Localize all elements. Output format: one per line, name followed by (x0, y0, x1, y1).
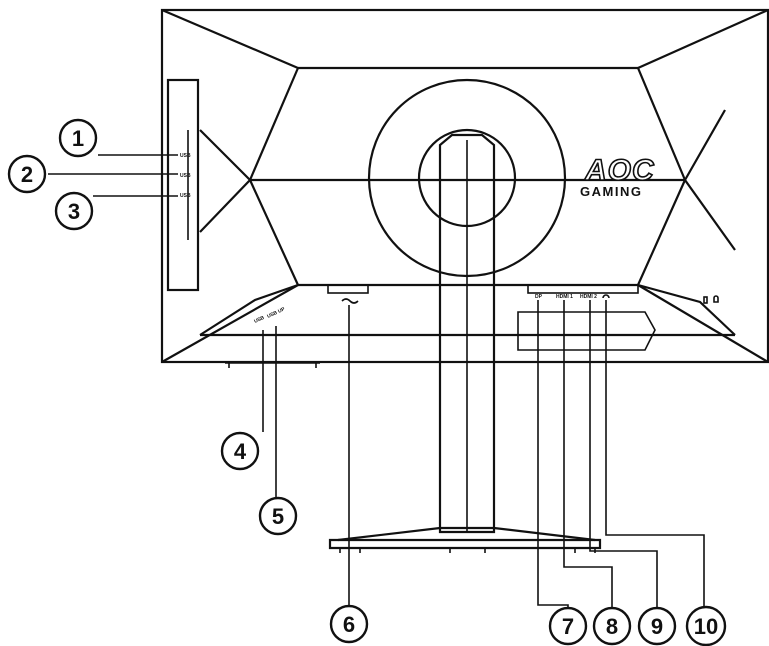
callout-5: 5 (258, 496, 298, 536)
ac-power-icon (341, 298, 359, 304)
io-cover (517, 311, 656, 351)
lower-ledge-right (637, 283, 736, 336)
callout-circle (258, 496, 298, 536)
diag-br (637, 284, 769, 363)
callout-leaders (48, 154, 705, 630)
monitor-frame (160, 8, 769, 364)
callout-number: 10 (694, 614, 718, 639)
left-side-notch (199, 129, 252, 233)
usb-up-label: USB UP (266, 306, 286, 320)
usb-port-2-label: USB (180, 173, 191, 179)
callout-10: 10 (685, 605, 727, 646)
callout-number: 6 (343, 612, 355, 637)
right-side-notch (683, 109, 736, 251)
callout-circle (548, 606, 588, 646)
callout-circle (7, 154, 47, 194)
rear-io-panel: DP HDMI 1 HDMI 2 (517, 284, 719, 351)
kensington-lock-icon (713, 295, 719, 303)
usb-port-1-label: USB (180, 153, 191, 159)
callout-9: 9 (637, 606, 677, 646)
callouts: 1 2 3 4 5 6 7 8 (7, 118, 727, 646)
leader-10 (605, 300, 705, 615)
callout-circle (329, 604, 369, 644)
callout-number: 2 (21, 162, 33, 187)
io-housing (527, 284, 639, 294)
callout-number: 8 (606, 614, 618, 639)
callout-number: 4 (234, 439, 247, 464)
usb-port-3-label: USB (180, 193, 191, 199)
diag-tl (161, 8, 299, 70)
callout-3: 3 (54, 191, 94, 231)
side-usb-housing (166, 78, 200, 292)
stand-neck (438, 133, 496, 534)
monitor-body (160, 8, 769, 368)
callout-number: 3 (68, 199, 80, 224)
bottom-usb-ports: USB USB UP (253, 306, 286, 325)
stand (328, 133, 602, 553)
callout-circle (58, 118, 98, 158)
callout-circle (592, 606, 632, 646)
usb-port-4-label: USB (253, 315, 265, 325)
callout-circle (637, 606, 677, 646)
kensington-slot (703, 296, 708, 304)
power-housing (327, 284, 369, 294)
hdmi2-label: HDMI 2 (580, 294, 597, 300)
callout-circle (54, 191, 94, 231)
leader-9 (589, 300, 658, 615)
leader-8 (563, 300, 613, 615)
callout-number: 9 (651, 614, 663, 639)
top-panel-edge-left (248, 67, 300, 181)
hdmi1-label: HDMI 1 (556, 294, 573, 300)
callout-4: 4 (220, 431, 260, 471)
brand-logo: AOC GAMING (580, 153, 655, 199)
diag-bl (161, 284, 299, 363)
side-usb-panel: USB USB USB (166, 78, 200, 292)
callout-circle (220, 431, 260, 471)
callout-number: 7 (562, 614, 574, 639)
callout-7: 7 (548, 606, 588, 646)
aoc-logo: AOC (584, 154, 655, 187)
callout-number: 1 (72, 126, 84, 151)
callout-2: 2 (7, 154, 47, 194)
callout-6: 6 (329, 604, 369, 644)
diag-tr (637, 8, 769, 70)
headphone-icon (602, 294, 610, 299)
dp-label: DP (535, 294, 543, 300)
callout-8: 8 (592, 606, 632, 646)
callout-circle (685, 605, 727, 646)
callout-1: 1 (58, 118, 98, 158)
stand-base (328, 538, 602, 550)
power-socket (327, 284, 369, 304)
lower-panel (248, 179, 687, 287)
stand-base-top (337, 526, 596, 542)
gaming-logo: GAMING (580, 184, 642, 199)
callout-number: 5 (272, 504, 284, 529)
lower-ledge-left (199, 283, 299, 336)
